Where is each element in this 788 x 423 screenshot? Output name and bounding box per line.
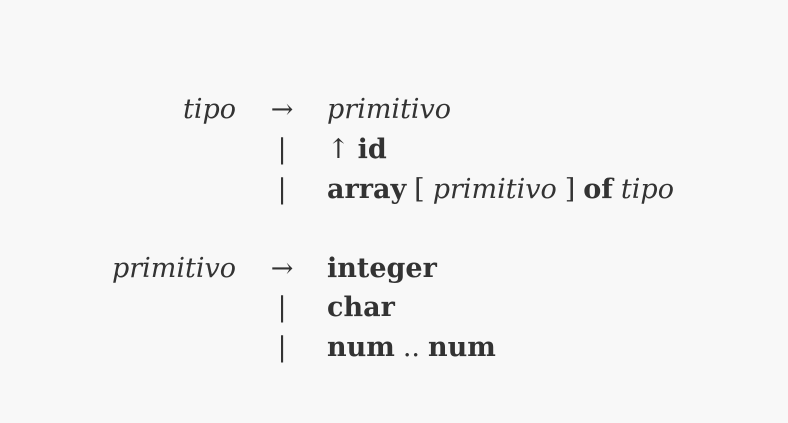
keyword: num <box>428 332 496 363</box>
production-tipo-alt-1: tipo → primitivo <box>0 90 788 130</box>
production-tipo-alt-2: | ↑id <box>0 130 788 170</box>
nonterminal: tipo <box>620 174 674 205</box>
nonterminal: primitivo <box>432 174 557 205</box>
alternative-bar: | <box>277 174 287 205</box>
production-lhs: tipo <box>182 94 236 125</box>
keyword: id <box>357 134 387 165</box>
production-rhs: primitivo <box>327 90 451 130</box>
alternative-bar: | <box>277 292 287 323</box>
arrow-symbol: → <box>270 94 294 125</box>
nonterminal: primitivo <box>327 94 452 125</box>
range-symbol: .. <box>402 332 421 363</box>
production-lhs: primitivo <box>111 253 236 284</box>
alternative-bar: | <box>277 332 287 363</box>
production-rhs: num..num <box>327 328 496 368</box>
production-primitivo-alt-2: | char <box>0 288 788 328</box>
production-rhs: char <box>327 288 395 328</box>
arrow-symbol: → <box>270 253 294 284</box>
production-primitivo-alt-1: primitivo → integer <box>0 249 788 289</box>
production-rhs: integer <box>327 249 437 289</box>
pointer-symbol: ↑ <box>327 134 350 165</box>
keyword: num <box>327 332 395 363</box>
keyword: of <box>583 174 613 205</box>
production-rhs: ↑id <box>327 130 387 170</box>
keyword: array <box>327 174 407 205</box>
bracket-close: ] <box>564 174 576 205</box>
bracket-open: [ <box>414 174 425 205</box>
keyword: char <box>327 292 395 323</box>
alternative-bar: | <box>277 134 287 165</box>
keyword: integer <box>327 253 437 284</box>
production-primitivo-alt-3: | num..num <box>0 328 788 368</box>
